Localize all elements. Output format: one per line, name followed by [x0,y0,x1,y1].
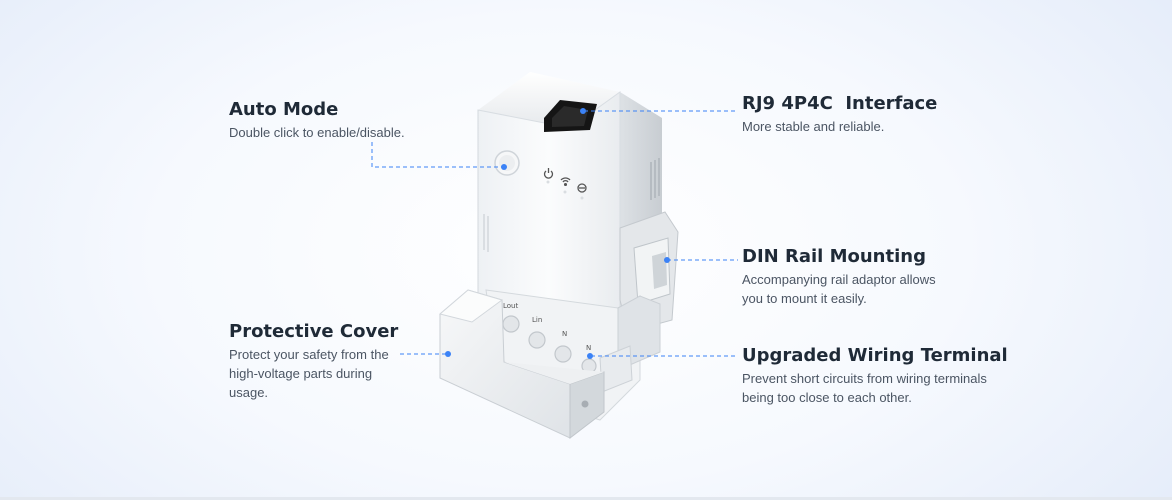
feature-auto-mode: Auto Mode Double click to enable/disable… [229,99,469,142]
indicator-leds [546,180,584,200]
terminal-label-lout: Lout [503,302,518,310]
link-indicator-icon [577,183,587,193]
callout-lines [371,110,738,357]
feature-title: RJ9 4P4C Interface [742,93,938,114]
protective-cover [438,289,605,440]
terminal-screws [502,315,597,374]
terminal-label-lin: Lin [532,316,542,324]
power-indicator-icon [543,168,554,179]
terminal-label-n1: N [562,330,567,338]
terminal-label-n2: N [586,344,591,352]
feature-description: More stable and reliable. [742,119,885,134]
feature-description: Prevent short circuits from wiring termi… [742,371,987,405]
callout-dots [445,108,670,359]
feature-wiring-terminal: Upgraded Wiring Terminal Prevent short c… [742,345,1012,407]
feature-title: DIN Rail Mounting [742,246,926,267]
feature-rj9-interface: RJ9 4P4C Interface More stable and relia… [742,93,1042,136]
feature-title: Auto Mode [229,99,339,120]
side-vents [650,158,660,200]
wifi-indicator-icon [560,177,571,187]
terminal-labels: Lout Lin N N [503,302,591,352]
feature-description: Double click to enable/disable. [229,125,405,140]
bottom-divider [0,497,1172,500]
feature-title: Protective Cover [229,321,399,342]
front-vents [483,214,489,252]
feature-description: Accompanying rail adaptor allows you to … [742,272,936,306]
feature-protective-cover: Protective Cover Protect your safety fro… [229,321,404,402]
feature-title: Upgraded Wiring Terminal [742,345,1008,366]
feature-din-rail-mounting: DIN Rail Mounting Accompanying rail adap… [742,246,952,308]
feature-description: Protect your safety from the high-voltag… [229,347,389,400]
